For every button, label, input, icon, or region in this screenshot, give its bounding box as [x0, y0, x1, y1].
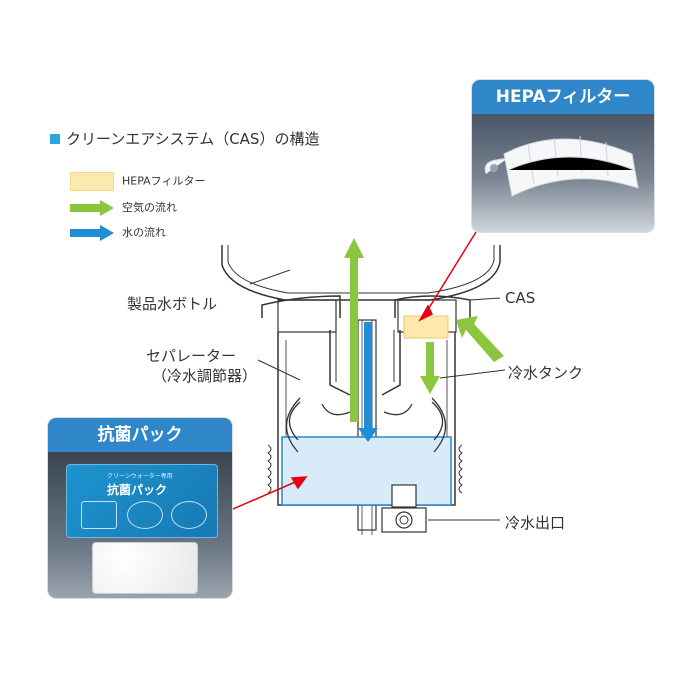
leader-lines [249, 269, 506, 521]
label-bottle: 製品水ボトル [127, 295, 218, 313]
separator-left-block [277, 299, 337, 333]
red-pointers [225, 231, 477, 513]
label-cas: CAS [505, 289, 536, 307]
green-arrow-icon [70, 200, 114, 216]
air-flow-arrow-up [344, 238, 364, 422]
antibacterial-pack-card: 抗菌パック クリーンウォーター専用 抗菌パック [48, 418, 232, 598]
tank-water-area [281, 436, 452, 506]
hepa-filter-block [403, 315, 449, 339]
label-separator: セパレーター [146, 347, 237, 365]
central-tube [357, 319, 377, 531]
outlet-port [395, 511, 413, 529]
legend-air: 空気の流れ [70, 199, 177, 216]
circulation-arrows [285, 397, 447, 453]
bottle-inner-outline [227, 245, 495, 294]
label-cold-outlet: 冷水出口 [505, 514, 566, 532]
pack-card-heading: 抗菌パック [48, 418, 232, 452]
hepa-filter-photo [472, 114, 654, 232]
hepa-swatch-icon [70, 172, 114, 191]
hepa-card-heading: HEPAフィルター [472, 80, 654, 114]
water-flow-arrow [358, 322, 378, 442]
pack-photo: クリーンウォーター専用 抗菌パック [48, 452, 232, 598]
bullet-square-icon [50, 134, 60, 144]
cooling-coils [267, 444, 463, 494]
hepa-filter-card: HEPAフィルター [472, 80, 654, 232]
pack-bag: クリーンウォーター専用 抗菌パック [66, 464, 218, 538]
air-flow-arrow-diagonal [456, 316, 504, 362]
diagram-title: クリーンエアシステム（CAS）の構造 [50, 128, 319, 149]
label-separator-sub: （冷水調節器） [152, 367, 258, 385]
legend-water: 水の流れ [70, 224, 166, 241]
air-flow-arrow-down [420, 342, 440, 394]
hepa-filter-image [484, 135, 639, 197]
label-cold-tank: 冷水タンク [508, 364, 584, 382]
pack-granules [92, 542, 198, 594]
legend-hepa: HEPAフィルター [70, 172, 205, 191]
outlet-neck [391, 484, 417, 508]
blue-arrow-icon [70, 225, 114, 241]
